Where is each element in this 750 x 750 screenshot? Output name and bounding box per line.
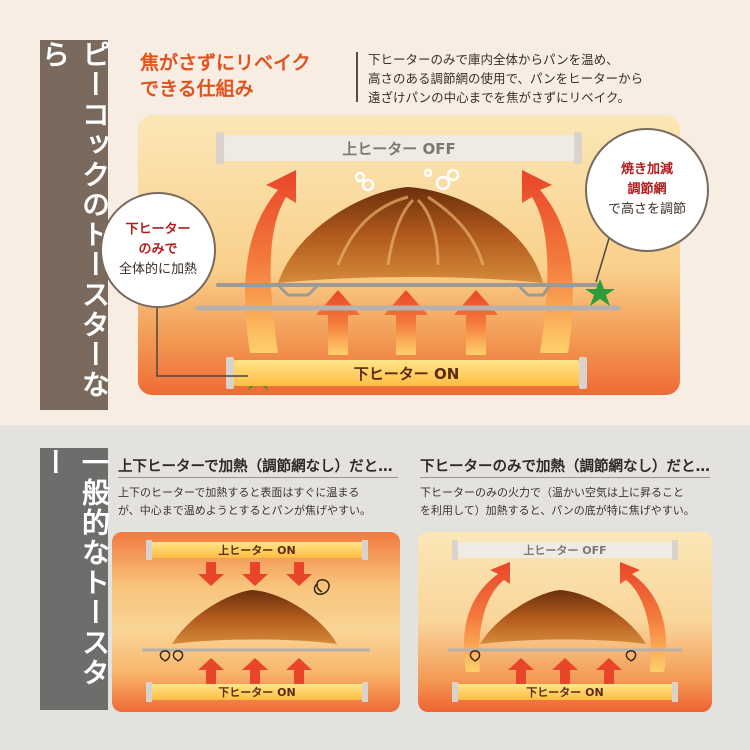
left-title-underline (118, 477, 398, 478)
headline: 焦がさずにリベイク できる仕組み (140, 52, 311, 100)
mini-b-lower-heater-on: 下ヒーター ON (452, 682, 678, 702)
lower-only-illustration (448, 562, 682, 684)
peacock-oven-diagram: 上ヒーター OFF 下ヒーター ON (138, 115, 680, 395)
both-heaters-oven-diagram: 上ヒーター ON 下ヒーター ON (112, 532, 400, 712)
callout-lines (156, 234, 611, 377)
right-comparison-title: 下ヒーターのみで加熱（調節網なし）だと… (420, 459, 710, 475)
both-heaters-illustration (142, 562, 370, 684)
bubble-lower-heater-only: 下ヒーター のみで 全体的に加熱 (100, 192, 216, 308)
upper-heater-off: 上ヒーター OFF (216, 132, 582, 164)
lower-heater-only-oven-diagram: 上ヒーター OFF 下ヒーター ON (418, 532, 712, 712)
headline-divider (356, 52, 358, 102)
mini-b-upper-heater-off: 上ヒーター OFF (452, 540, 678, 560)
mini-a-lower-heater-on: 下ヒーター ON (146, 682, 368, 702)
left-comparison-title: 上下ヒーターで加熱（調節網なし）だと… (118, 459, 393, 475)
right-title-underline (420, 477, 710, 478)
generic-toaster-side-label: 一般的なトースター (38, 448, 111, 710)
oven-illustration (195, 168, 621, 390)
top-description: 下ヒーターのみで庫内全体からパンを温め、 高さのある調節網の使用で、パンをヒータ… (368, 52, 644, 105)
mini-a-upper-heater-on: 上ヒーター ON (146, 540, 368, 560)
croissant-illustration (278, 187, 543, 283)
lower-heater-on: 下ヒーター ON (226, 357, 587, 389)
right-comparison-description: 下ヒーターのみの火力で（温かい空気は上に昇ること を利用して）加熱すると、パンの… (420, 486, 695, 517)
bubble-adjust-rack: 焼き加減 調節網 で高さを調節 (585, 128, 709, 252)
peacock-side-label: ピーコックのトースターなら (38, 40, 111, 410)
star-icon-rack (585, 279, 615, 306)
left-comparison-description: 上下のヒーターで加熱すると表面はすぐに温まる が、中心まで温めようとするとパンが… (118, 486, 371, 517)
